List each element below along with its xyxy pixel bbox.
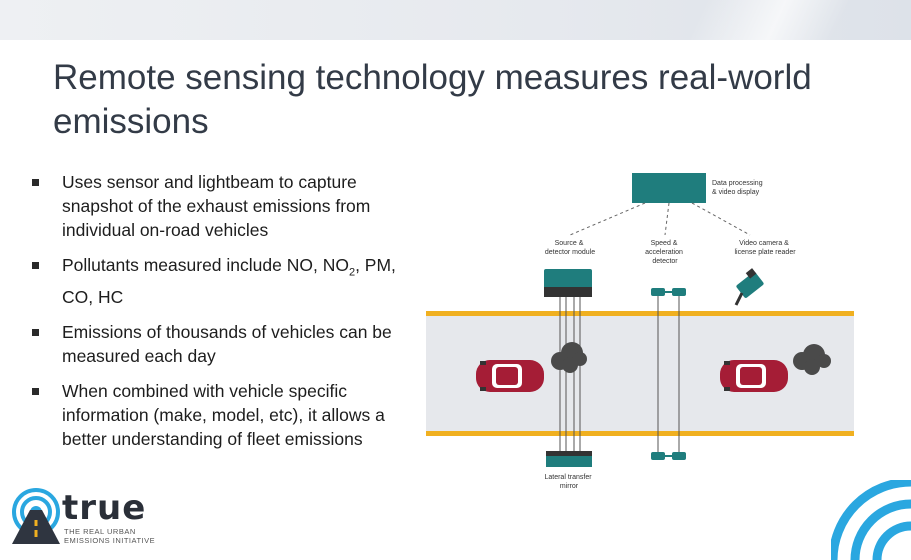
label-line: acceleration [645,249,683,256]
bullet-item: When combined with vehicle specific info… [30,379,430,451]
label-line: license plate reader [734,249,796,256]
source-detector-label: Source & detector module [545,240,595,256]
tagline-line: EMISSIONS INITIATIVE [64,536,156,545]
bullet-text: Emissions of thousands of vehicles can b… [62,321,392,366]
data-processing-box [632,173,706,203]
bullet-text: Uses sensor and lightbeam to capture sna… [62,172,371,240]
tagline-line: THE REAL URBAN [64,527,136,536]
camera-label: Video camera & license plate reader [734,240,796,256]
speed-detector-top [651,288,686,296]
label-line: mirror [560,483,579,490]
car-left [476,360,544,392]
speed-detector-bottom [651,452,686,460]
bullet-text-prefix: Pollutants measured include NO, NO [62,255,349,275]
bullet-item: Emissions of thousands of vehicles can b… [30,320,430,368]
bullet-text-suffix: , PM, CO, HC [62,255,396,307]
label-line: Data processing [712,180,763,187]
speed-detector-label: Speed & acceleration detector [645,240,685,265]
source-detector-base [544,287,592,297]
video-camera [734,268,764,306]
label-line: & video display [712,189,760,196]
remote-sensing-diagram: Data processing & video display Source &… [426,173,854,490]
road-edge-bottom [426,431,854,436]
smoke-left [551,342,587,373]
bullet-item: Pollutants measured include NO, NO2, PM,… [30,253,430,309]
top-band-highlight [611,0,911,40]
true-logo-icon [12,488,60,544]
logo-tagline: THE REAL URBAN EMISSIONS INITIATIVE [64,527,155,545]
label-line: Lateral transfer [544,474,592,481]
label-line: Speed & [651,240,678,247]
connector-lines [569,202,751,236]
slide-title: Remote sensing technology measures real-… [53,58,812,141]
car-right [720,360,788,392]
label-line: Source & [555,240,584,247]
bullet-list: Uses sensor and lightbeam to capture sna… [30,170,430,462]
road-edge-top [426,311,854,316]
bullet-subscript: 2 [348,266,356,279]
bullet-item: Uses sensor and lightbeam to capture sna… [30,170,430,242]
mirror-top [546,451,592,456]
logo-wordmark: true [62,488,147,528]
data-processing-label: Data processing & video display [712,180,765,196]
label-line: detector [652,258,678,265]
bullet-text: When combined with vehicle specific info… [62,380,385,449]
smoke-right [793,344,831,375]
speed-beams [657,296,680,452]
label-line: Video camera & [739,240,789,247]
light-beams [559,297,581,451]
label-line: detector module [545,249,595,256]
mirror-label: Lateral transfer mirror [544,474,593,490]
corner-arcs-icon [831,480,911,560]
